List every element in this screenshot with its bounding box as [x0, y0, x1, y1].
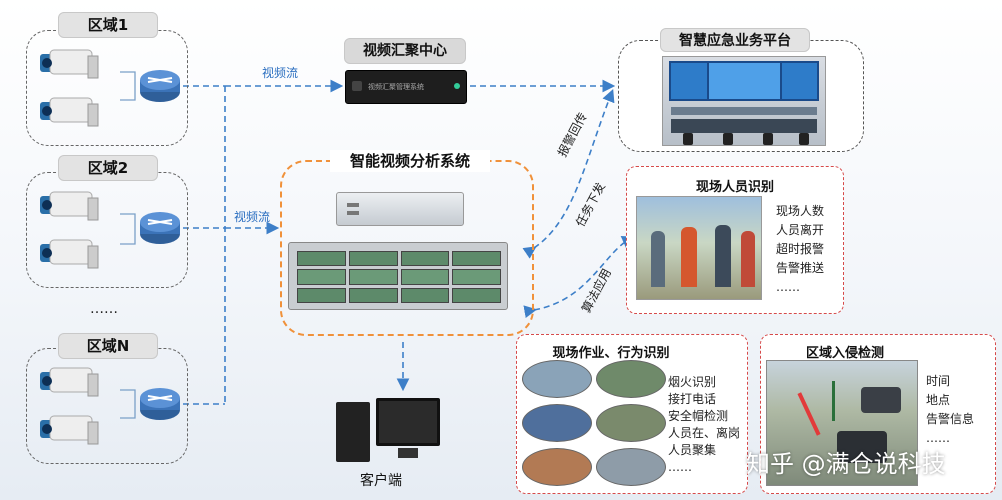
- analysis-server-rack: [288, 242, 508, 310]
- list-item: 接打电话: [668, 392, 717, 406]
- list-item: 人员聚集: [668, 443, 717, 457]
- list-item: 告警推送: [776, 261, 825, 275]
- list-item: 安全帽检测: [668, 409, 729, 423]
- region-2-label: 区域2: [58, 155, 158, 181]
- list-item: 烟火识别: [668, 375, 717, 389]
- link-analysis-platform: [522, 89, 615, 259]
- list-item: 时间: [926, 374, 951, 388]
- list-item: 人员离开: [776, 223, 825, 237]
- person-recognition-list: 现场人数 人员离开 超时报警 告警推送 ……: [776, 202, 824, 297]
- list-item: 人员在、离岗: [668, 426, 741, 440]
- person-recognition-title: 现场人员识别: [695, 180, 774, 195]
- client-pc-icon: [336, 396, 444, 464]
- video-hub-title: 视频汇聚中心: [344, 38, 466, 64]
- list-item: ……: [776, 280, 800, 294]
- analysis-title: 智能视频分析系统: [330, 150, 490, 172]
- intrusion-list: 时间 地点 告警信息 ……: [926, 372, 974, 448]
- video-hub-device-text: 视频汇聚管理系统: [368, 83, 424, 91]
- watermark: 知乎 @满仓说科技: [746, 450, 946, 478]
- region-1-box: [26, 30, 188, 146]
- behavior-recognition-list: 烟火识别 接打电话 安全帽检测 人员在、离岗 人员聚集 ……: [668, 374, 740, 476]
- region-1-label: 区域1: [58, 12, 158, 38]
- list-item: ……: [668, 460, 692, 474]
- region-2-box: [26, 172, 188, 288]
- client-label: 客户端: [360, 473, 402, 489]
- list-item: 告警信息: [926, 412, 975, 426]
- behavior-recognition-title: 现场作业、行为识别: [552, 346, 670, 361]
- video-stream-label-2: 视频流: [234, 210, 271, 224]
- video-hub-device: 视频汇聚管理系统: [345, 70, 467, 104]
- behavior-photo-grid: [522, 360, 668, 488]
- video-stream-label-1: 视频流: [262, 66, 299, 80]
- list-item: ……: [926, 431, 950, 445]
- platform-title: 智慧应急业务平台: [660, 28, 810, 52]
- list-item: 现场人数: [776, 204, 825, 218]
- regions-ellipsis: ……: [90, 301, 118, 317]
- intrusion-camera-image: [766, 360, 918, 486]
- link-analysis-person: [523, 236, 635, 318]
- list-item: 地点: [926, 393, 951, 407]
- list-item: 超时报警: [776, 242, 825, 256]
- region-n-label: 区域N: [58, 333, 158, 359]
- region-n-box: [26, 348, 188, 464]
- site-workers-image: [636, 196, 762, 300]
- intrusion-title: 区域入侵检测: [805, 346, 884, 361]
- analysis-server-small: [336, 192, 464, 226]
- control-room-image: [662, 56, 826, 146]
